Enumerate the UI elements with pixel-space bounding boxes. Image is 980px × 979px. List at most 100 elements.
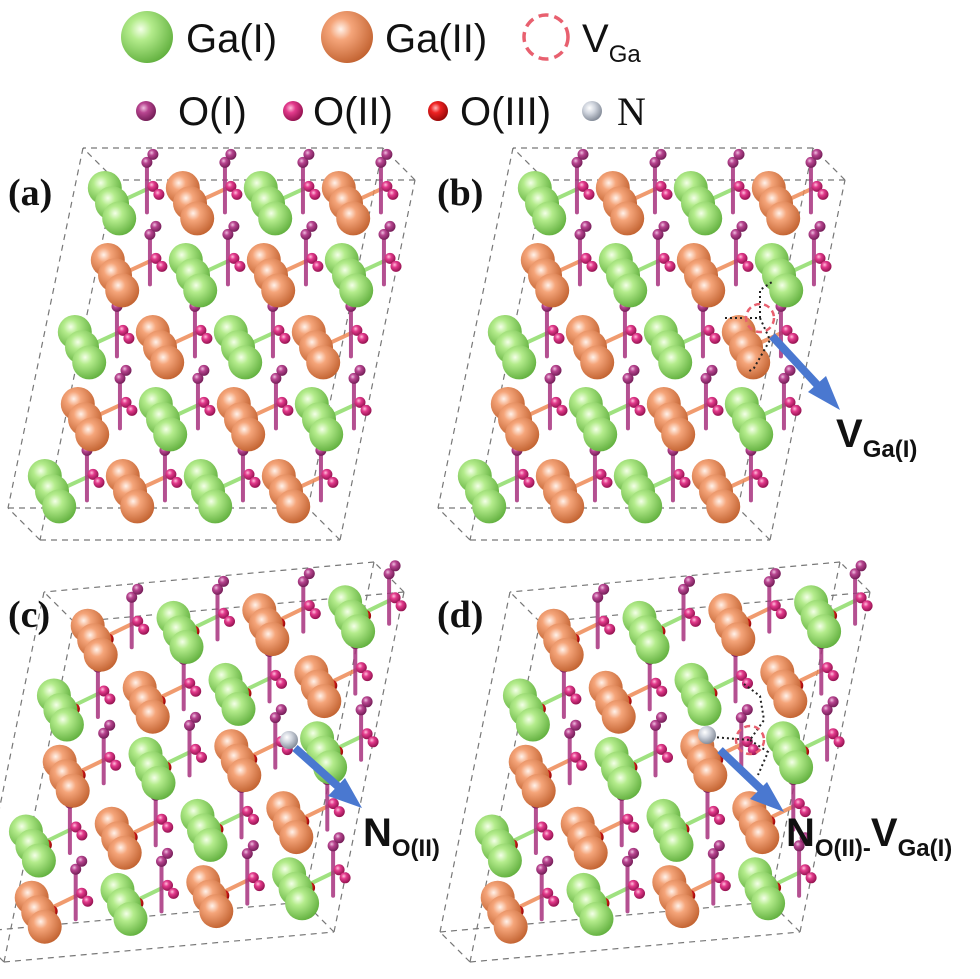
gallium-II-atom <box>150 345 185 380</box>
oxygen-I-atom <box>730 228 742 240</box>
oxygen-I-atom <box>652 228 664 240</box>
oxygen-II-atom <box>706 396 718 408</box>
oxygen-I-atom <box>297 156 309 168</box>
oxygen-I-atom <box>333 832 345 844</box>
gallium-II-atom <box>27 909 62 944</box>
oxygen-I-atom <box>361 696 373 708</box>
gallium-II-atom-icon <box>321 11 373 63</box>
vacancy-marker <box>711 683 770 776</box>
gallium-II-atom <box>199 894 234 929</box>
gallium-II-atom <box>721 622 756 657</box>
unit-cell-edge <box>307 507 341 541</box>
oxygen-II-atom <box>110 759 122 771</box>
oxygen-I-atom <box>542 855 554 867</box>
unit-cell-edge <box>439 591 511 933</box>
oxygen-II-atom <box>799 806 811 818</box>
legend-ga1-label: Ga(I) <box>186 17 277 61</box>
unit-cell-edge <box>737 507 771 541</box>
oxygen-I-atom <box>827 696 839 708</box>
gallium-I-atom <box>532 201 567 236</box>
oxygen-I-atom <box>228 220 240 232</box>
oxygen-II-atom <box>709 332 721 344</box>
oxygen-I-atom <box>778 372 790 384</box>
oxygen-I-atom <box>348 372 360 384</box>
unit-cell-edge <box>0 957 5 963</box>
oxygen-II-atom <box>225 180 237 192</box>
panel-label: (d) <box>437 594 483 636</box>
oxygen-I-atom <box>735 712 747 724</box>
oxygen-II-atom <box>153 188 165 200</box>
gallium-I-atom <box>198 489 233 524</box>
oxygen-I-atom <box>303 148 315 160</box>
oxygen-II-atom <box>712 404 724 416</box>
vacancy-icon <box>744 302 776 334</box>
oxygen-I-atom <box>580 220 592 232</box>
nitrogen-atom-icon <box>582 101 602 121</box>
unit-cell-edge <box>509 591 541 623</box>
panel-d: (d) NO(II)-VGa(I) <box>437 560 952 963</box>
gallium-II-atom <box>107 835 142 870</box>
oxygen-I-atom <box>198 364 210 376</box>
oxygen-II-atom <box>570 751 582 763</box>
legend-o3-label: O(III) <box>460 90 551 134</box>
oxygen-I-atom <box>592 591 604 603</box>
oxygen-II-atom <box>628 879 639 891</box>
oxygen-II-atom <box>82 895 94 907</box>
oxygen-I-atom-icon <box>136 101 156 121</box>
panel-label: (c) <box>8 594 50 636</box>
oxygen-II-atom <box>736 669 747 681</box>
oxygen-I-atom <box>736 220 748 232</box>
oxygen-II-atom <box>739 188 751 200</box>
oxygen-II-atom <box>70 821 82 833</box>
oxygen-II-atom <box>542 829 554 841</box>
oxygen-I-atom <box>150 220 162 232</box>
oxygen-II-atom <box>190 743 201 755</box>
oxygen-II-atom <box>198 396 210 408</box>
oxygen-II-atom <box>684 607 695 619</box>
oxygen-II-atom <box>662 751 673 763</box>
oxygen-II-atom <box>361 670 373 682</box>
gallium-II-atom <box>261 273 296 308</box>
unit-cell-edge <box>43 561 375 593</box>
oxygen-I-atom <box>219 156 231 168</box>
gallium-I-atom <box>102 201 137 236</box>
oxygen-I-atom <box>104 719 116 731</box>
oxygen-II-atom <box>628 396 640 408</box>
oxygen-I-atom <box>355 704 367 716</box>
oxygen-I-atom <box>811 148 823 160</box>
oxygen-I-atom <box>799 832 811 844</box>
gallium-II-atom <box>276 489 311 524</box>
oxygen-I-atom <box>218 575 229 587</box>
arrow-icon <box>292 745 362 808</box>
panel-label: (a) <box>8 172 52 214</box>
oxygen-I-atom <box>564 727 576 739</box>
gallium-II-atom <box>505 417 540 452</box>
gallium-II-atom <box>55 773 90 808</box>
oxygen-II-atom <box>713 872 725 884</box>
oxygen-II-atom <box>303 180 315 192</box>
gallium-II-atom <box>665 894 700 929</box>
oxygen-II-atom <box>673 468 685 480</box>
oxygen-II-atom-icon <box>283 101 303 121</box>
oxygen-II-atom <box>306 252 318 264</box>
defect-label: NO(II) <box>363 811 440 862</box>
gallium-I-atom <box>779 750 814 785</box>
oxygen-II-atom <box>833 736 845 748</box>
oxygen-II-atom <box>547 324 559 336</box>
oxygen-I-atom <box>741 704 753 716</box>
legend-n-label: N <box>617 89 646 134</box>
oxygen-II-atom <box>351 324 363 336</box>
oxygen-I-atom <box>297 576 309 588</box>
oxygen-II-atom <box>355 662 367 674</box>
arrow-icon <box>769 333 840 410</box>
oxygen-II-atom <box>741 736 753 748</box>
oxygen-I-atom <box>628 364 640 376</box>
gallium-I-atom <box>769 273 804 308</box>
gallium-I-atom <box>739 417 774 452</box>
oxygen-II-atom <box>234 260 246 272</box>
oxygen-II-atom <box>577 180 589 192</box>
gallium-II-atom <box>83 637 118 672</box>
unit-cell-edge <box>439 931 471 963</box>
gallium-I-atom <box>635 629 670 664</box>
gallium-I-atom <box>309 417 344 452</box>
